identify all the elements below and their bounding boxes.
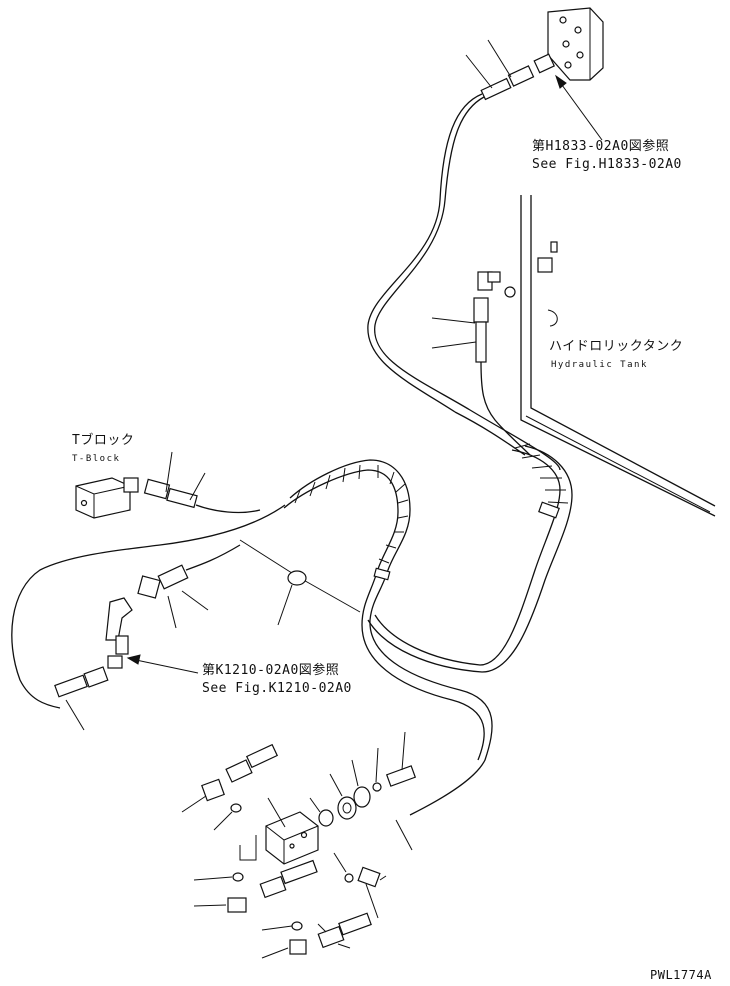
t-block-en-label: T-Block (72, 454, 121, 464)
drawing-id-label: PWL1774A (650, 968, 712, 982)
tank-block (537, 257, 553, 273)
t-block-hose-fitting (143, 478, 198, 509)
t-block (75, 477, 139, 519)
spiral-guard-center (283, 459, 493, 816)
ref-k1210-en-label: See Fig.K1210-02A0 (202, 681, 352, 696)
spiral-guard-right (367, 443, 573, 673)
hose-clamp (277, 570, 307, 626)
hydraulic-tank-jp-label: ハイドロリックタンク (549, 339, 684, 354)
ref-h1833-en-label: See Fig.H1833-02A0 (532, 157, 682, 172)
ref-k1210-jp-label: 第K1210-02A0図参照 (202, 663, 340, 678)
lower-valve-block (265, 811, 319, 865)
ref-h1833-jp-label: 第H1833-02A0図参照 (532, 139, 670, 154)
tank-elbow (473, 271, 558, 363)
top-flange-block (547, 7, 604, 81)
hydraulic-tank-outline (520, 195, 716, 517)
hydraulic-tank-en-label: Hydraulic Tank (551, 360, 648, 370)
left-fittings (54, 564, 189, 698)
t-block-jp-label: Tブロック (72, 433, 135, 448)
top-fitting (480, 53, 556, 101)
